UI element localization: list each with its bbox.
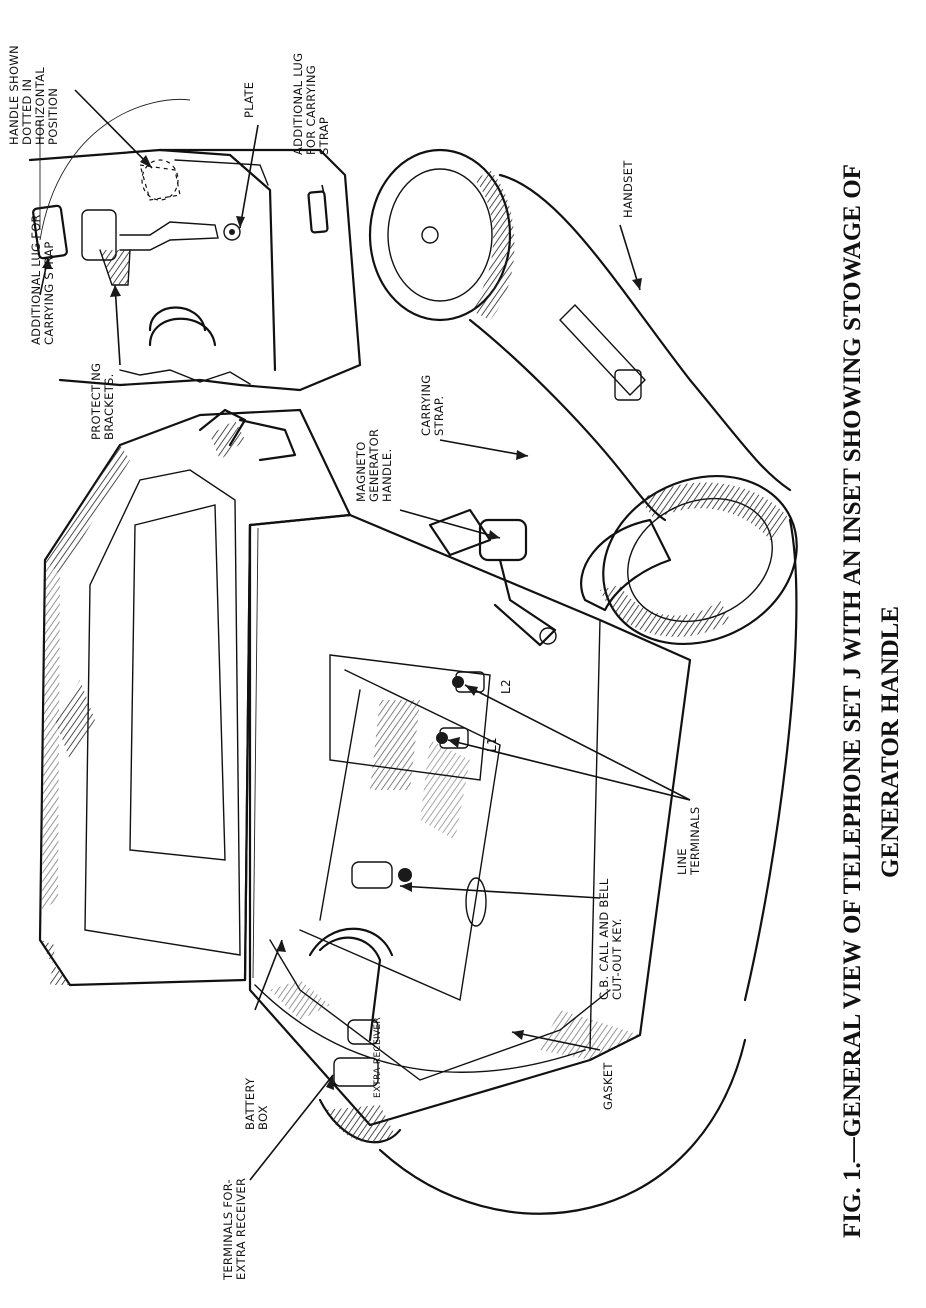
label-handset: HANDSET bbox=[621, 160, 635, 218]
caption-line-2: GENERATOR HANDLE bbox=[877, 606, 904, 878]
caption-line-1: FIG. 1.—GENERAL VIEW OF TELEPHONE SET J … bbox=[839, 164, 866, 1238]
label-magneto-generator-handle: MAGNETO GENERATOR HANDLE. bbox=[354, 425, 394, 502]
label-terminals-extra-receiver: TERMINALS FOR- EXTRA RECEIVER bbox=[221, 1175, 248, 1281]
label-plate: PLATE bbox=[242, 82, 256, 118]
marking-extra-receiver: EXTRA RECEIVER bbox=[373, 1017, 383, 1098]
handset-drawing bbox=[368, 148, 798, 1215]
label-line-terminals: LINE TERMINALS bbox=[675, 807, 702, 876]
leader-lines bbox=[39, 89, 691, 1181]
label-additional-lug-left: ADDITIONAL LUG FOR CARRYING STRAP bbox=[29, 210, 56, 345]
marking-l1: L1 bbox=[485, 737, 499, 752]
marking-l2: L2 bbox=[499, 679, 513, 694]
label-protecting-brackets: PROTECTING BRACKETS. bbox=[89, 359, 116, 440]
label-carrying-strap: CARRYING STRAP. bbox=[419, 371, 446, 436]
inset-drawing bbox=[28, 98, 362, 392]
label-cb-call: C.B. CALL AND BELL CUT-OUT KEY. bbox=[597, 874, 624, 1000]
label-handle-shown: HANDLE SHOWN DOTTED IN HORIZONTAL POSITI… bbox=[7, 41, 60, 145]
figure-caption: FIG. 1.—GENERAL VIEW OF TELEPHONE SET J … bbox=[839, 159, 904, 1238]
telephone-case bbox=[38, 408, 692, 1144]
label-gasket: GASKET bbox=[601, 1062, 615, 1110]
label-battery-box: BATTERY BOX bbox=[243, 1074, 270, 1130]
label-additional-lug-right: ADDITIONAL LUG FOR CARRYING STRAP bbox=[291, 49, 331, 155]
